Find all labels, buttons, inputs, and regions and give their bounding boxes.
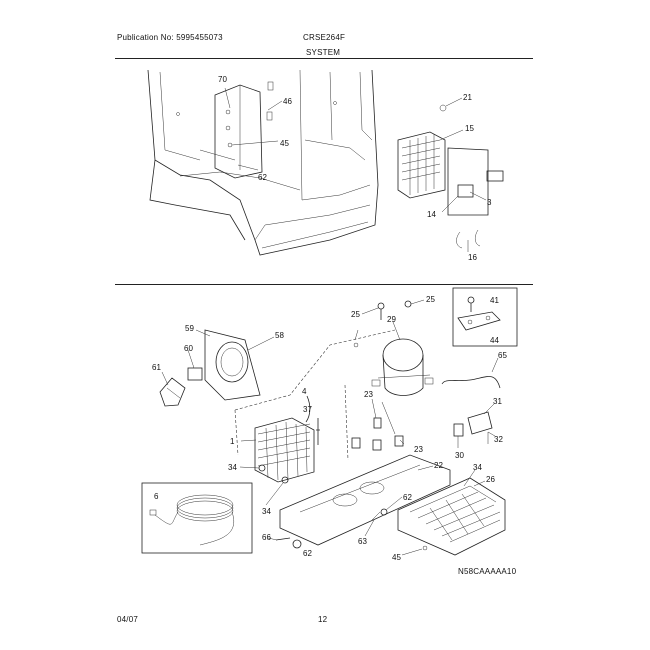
- compressor: [371, 338, 434, 396]
- callout-25: 25: [351, 310, 360, 319]
- callout-16: 16: [468, 253, 477, 262]
- callout-32: 32: [494, 435, 503, 444]
- callout-15: 15: [465, 124, 474, 133]
- callout-34: 34: [228, 463, 237, 472]
- callout-34: 34: [262, 507, 271, 516]
- callout-62: 62: [258, 173, 267, 182]
- callout-3: 3: [487, 198, 492, 207]
- callout-31: 31: [493, 397, 502, 406]
- callout-25: 25: [426, 295, 435, 304]
- callout-6: 6: [154, 492, 159, 501]
- clip: [305, 395, 311, 423]
- base-pan: [279, 454, 451, 546]
- section-divider: [115, 284, 533, 285]
- callout-29: 29: [387, 315, 396, 324]
- callout-26: 26: [486, 475, 495, 484]
- grommets: [351, 417, 404, 451]
- tube: [441, 376, 501, 389]
- callout-66: 66: [262, 533, 271, 542]
- publication-number: Publication No: 5995455073: [117, 33, 223, 42]
- callout-14: 14: [427, 210, 436, 219]
- condenser-coil: [254, 417, 315, 483]
- inset-bracket-detail: [452, 287, 518, 347]
- grommet-62: [292, 539, 302, 549]
- callout-41: 41: [490, 296, 499, 305]
- callout-60: 60: [184, 344, 193, 353]
- callout-23: 23: [364, 390, 373, 399]
- diagram-code: N58CAAAAA10: [458, 567, 517, 576]
- callout-37: 37: [303, 405, 312, 414]
- callout-70: 70: [218, 75, 227, 84]
- callout-62: 62: [303, 549, 312, 558]
- callout-59: 59: [185, 324, 194, 333]
- callout-22: 22: [434, 461, 443, 470]
- callout-62: 62: [403, 493, 412, 502]
- callout-34: 34: [473, 463, 482, 472]
- fan-motor: [159, 367, 203, 407]
- callout-46: 46: [283, 97, 292, 106]
- cabinet-rear-view: [147, 69, 379, 256]
- callout-63: 63: [358, 537, 367, 546]
- model-number: CRSE264F: [303, 33, 346, 42]
- callout-30: 30: [455, 451, 464, 460]
- section-title: SYSTEM: [306, 48, 341, 57]
- fan-shroud: [204, 329, 261, 401]
- relay-overload: [453, 411, 493, 444]
- page-number: 12: [318, 615, 328, 624]
- callout-21: 21: [463, 93, 472, 102]
- leader-lines: [161, 87, 499, 556]
- power-cord-inset: [141, 482, 253, 554]
- condenser-coil-top: [397, 104, 504, 249]
- callout-44: 44: [490, 336, 499, 345]
- callout-4: 4: [302, 387, 307, 396]
- drain-pan: [397, 477, 506, 556]
- footer-date: 04/07: [117, 615, 139, 624]
- callout-23: 23: [414, 445, 423, 454]
- callout-45: 45: [280, 139, 289, 148]
- screws: [353, 300, 412, 348]
- callout-61: 61: [152, 363, 161, 372]
- screw-34: [258, 464, 266, 472]
- callout-65: 65: [498, 351, 507, 360]
- callout-58: 58: [275, 331, 284, 340]
- callout-1: 1: [230, 437, 235, 446]
- header-rule: [115, 58, 533, 59]
- callout-45: 45: [392, 553, 401, 562]
